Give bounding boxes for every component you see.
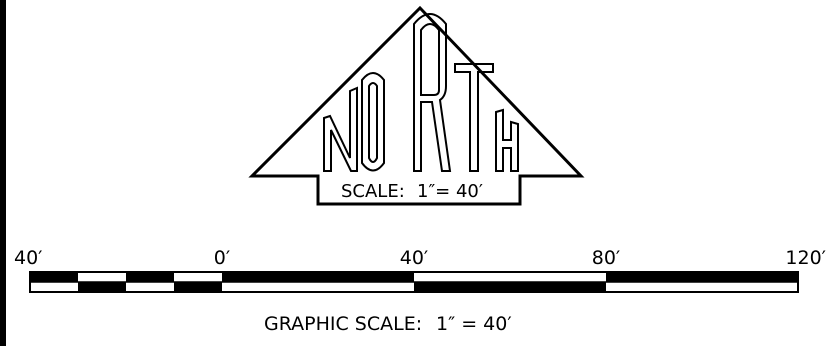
north-scale-prefix: SCALE: xyxy=(341,181,405,202)
scale-tick-label: 80′ xyxy=(592,247,621,269)
graphic-scale-caption-value: 1″ = 40′ xyxy=(436,313,512,335)
scale-tick-label: 40′ xyxy=(400,247,429,269)
north-scale-value: 1″= 40′ xyxy=(417,181,483,202)
scale-segment-bottom xyxy=(174,282,222,292)
scale-segment-top xyxy=(30,272,78,282)
scale-segment-bottom xyxy=(414,282,606,292)
north-arrow-outline xyxy=(248,5,585,206)
left-border-line xyxy=(0,0,6,346)
scale-segment-bottom xyxy=(78,282,126,292)
scale-segment-top xyxy=(222,272,414,282)
scale-bar xyxy=(29,271,799,293)
scale-segment-top xyxy=(126,272,174,282)
north-arrow: SCALE: 1″= 40′ xyxy=(248,5,585,206)
scale-tick-labels: 40′ 0′ 40′ 80′ 120′ xyxy=(14,247,826,269)
north-letter-r xyxy=(413,13,452,172)
scale-tick-label: 0′ xyxy=(214,247,230,269)
north-letter-t xyxy=(454,63,494,172)
north-letter-h xyxy=(495,108,519,172)
north-letter-n xyxy=(323,86,358,172)
graphic-scale: 40′ 0′ 40′ 80′ 120′ GRAPHIC SCALE: 1″ = 40′ xyxy=(14,247,826,335)
scale-tick-label: 40′ xyxy=(14,247,43,269)
scale-segment-top xyxy=(606,272,798,282)
graphic-scale-caption-prefix: GRAPHIC SCALE: xyxy=(264,313,422,335)
scale-tick-label: 120′ xyxy=(785,247,826,269)
north-letter-o xyxy=(361,72,385,172)
